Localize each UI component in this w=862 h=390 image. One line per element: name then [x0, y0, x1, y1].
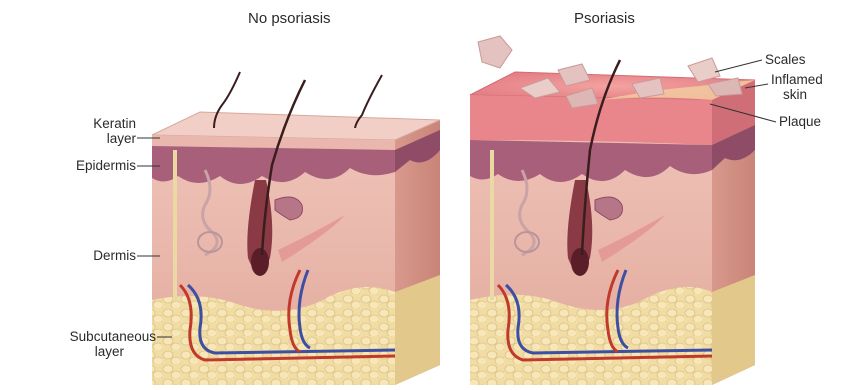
label-dermis: Dermis: [60, 248, 136, 263]
label-subcutaneous-line2: layer: [14, 344, 156, 359]
scale-flake-1: [478, 36, 512, 68]
label-subcutaneous-line1: Subcutaneous: [14, 329, 156, 344]
label-inflamed-line1: Inflamed: [771, 72, 823, 87]
label-inflamed-skin: Inflamed skin: [771, 72, 823, 102]
title-no-psoriasis: No psoriasis: [248, 10, 331, 27]
label-plaque: Plaque: [779, 114, 821, 129]
psoriasis-skin-block: [470, 36, 755, 385]
label-keratin-line1: Keratin: [72, 116, 136, 131]
psoriasis-hair-bulb: [571, 248, 589, 276]
psoriasis-fat-side: [712, 275, 755, 385]
label-inflamed-line2: skin: [771, 87, 823, 102]
label-keratin-line2: layer: [72, 131, 136, 146]
label-epidermis: Epidermis: [50, 158, 136, 173]
label-subcutaneous-layer: Subcutaneous layer: [14, 329, 156, 359]
normal-skin-block: [152, 72, 440, 385]
normal-top-surface: [152, 112, 440, 140]
title-psoriasis: Psoriasis: [574, 10, 635, 27]
normal-hair-bulb: [251, 248, 269, 276]
normal-fat-side: [395, 275, 440, 385]
leader-scales: [715, 60, 762, 72]
label-keratin-layer: Keratin layer: [72, 116, 136, 146]
label-scales: Scales: [765, 52, 806, 67]
